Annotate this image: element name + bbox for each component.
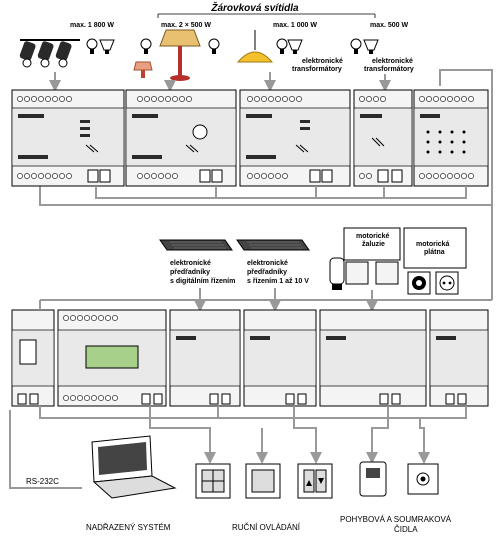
bulb-icon — [276, 38, 288, 54]
ballast1-label-b: předřadníky — [170, 269, 210, 276]
bulb-icon — [86, 38, 98, 54]
reflector-bulb-icon — [363, 39, 379, 54]
bulb-icon — [350, 38, 362, 54]
ballast1-label-a: elektronické — [170, 260, 211, 267]
trafo-label-2a: elektronické — [372, 58, 413, 65]
bus-arrows-top — [95, 186, 493, 300]
reflector-bulb-icon — [99, 39, 115, 54]
blinds-icon: motorické žaluzie — [343, 227, 401, 261]
light-sensor-icon — [407, 463, 439, 495]
digital-ballast-module — [169, 309, 241, 407]
motion-sensor-icon — [359, 461, 387, 497]
bulb-icon — [140, 38, 152, 54]
wall-switch-4-icon — [195, 463, 231, 499]
trafo-label-2b: transformátory — [364, 66, 414, 73]
display-controller-module — [57, 309, 167, 407]
socket-icon — [435, 271, 459, 295]
control-arrows — [149, 418, 430, 464]
power-label-1: max. 1 800 W — [70, 22, 114, 29]
dimmer-module-4 — [353, 89, 413, 187]
ballast-icon-2 — [236, 239, 310, 251]
ballast2-label-a: elektronické — [247, 260, 288, 267]
title: Žárovková svítidla — [210, 1, 299, 14]
motor-icon — [407, 271, 431, 295]
screen-label-1: motorická — [416, 241, 450, 248]
bulb-icon — [208, 38, 220, 54]
sensor-label-1: POHYBOVÁ A SOUMRAKOVÁ — [340, 515, 452, 524]
screen-icon: motorická plátna — [403, 227, 467, 269]
load-arrows-top — [39, 69, 493, 206]
rs232-label: RS-232C — [26, 477, 59, 486]
fluorescent-lamp-icon — [329, 257, 345, 290]
spotlight-track-icon — [19, 39, 80, 68]
pendant-lamp-icon — [236, 30, 274, 63]
system-label: NADŘAZENÝ SYSTÉM — [86, 523, 171, 532]
power-label-4: max. 500 W — [370, 22, 409, 29]
analog-ballast-module — [243, 309, 317, 407]
power-label-2: max. 2 × 500 W — [161, 22, 211, 29]
sensor-label-2: ČIDLA — [394, 525, 418, 534]
power-supply-module — [11, 309, 55, 407]
screen-label-2: plátna — [424, 249, 445, 256]
laptop-icon — [91, 435, 177, 499]
wall-switch-2-icon — [245, 463, 281, 499]
blind-switch-icon — [297, 463, 333, 499]
table-lamp-icon — [133, 61, 153, 78]
manual-label: RUČNÍ OVLÁDÁNÍ — [232, 523, 301, 532]
power-label-3: max. 1 000 W — [273, 22, 317, 29]
reflector-bulb-icon — [287, 39, 303, 54]
blinds-label-1: motorické — [356, 233, 390, 240]
blind-switch-icon — [345, 261, 399, 285]
trafo-label-1a: elektronické — [302, 58, 343, 65]
dimmer-module-2 — [125, 89, 237, 187]
blinds-label-2: žaluzie — [362, 241, 385, 248]
ballast1-label-c: s digitálním řízením — [170, 278, 235, 285]
dimmer-module-3 — [239, 89, 351, 187]
ballast2-label-c: s řízením 1 až 10 V — [247, 278, 309, 285]
trafo-label-1b: transformátory — [292, 66, 342, 73]
dimmer-module-1 — [11, 89, 125, 187]
blinds-module — [319, 309, 427, 407]
sensor-module — [429, 309, 489, 407]
ballast2-label-b: předřadníky — [247, 269, 287, 276]
ballast-icon-1 — [159, 239, 233, 251]
bus-lines-bottom — [9, 299, 492, 489]
floor-lamp-icon — [159, 29, 201, 81]
switch-module — [413, 89, 489, 187]
